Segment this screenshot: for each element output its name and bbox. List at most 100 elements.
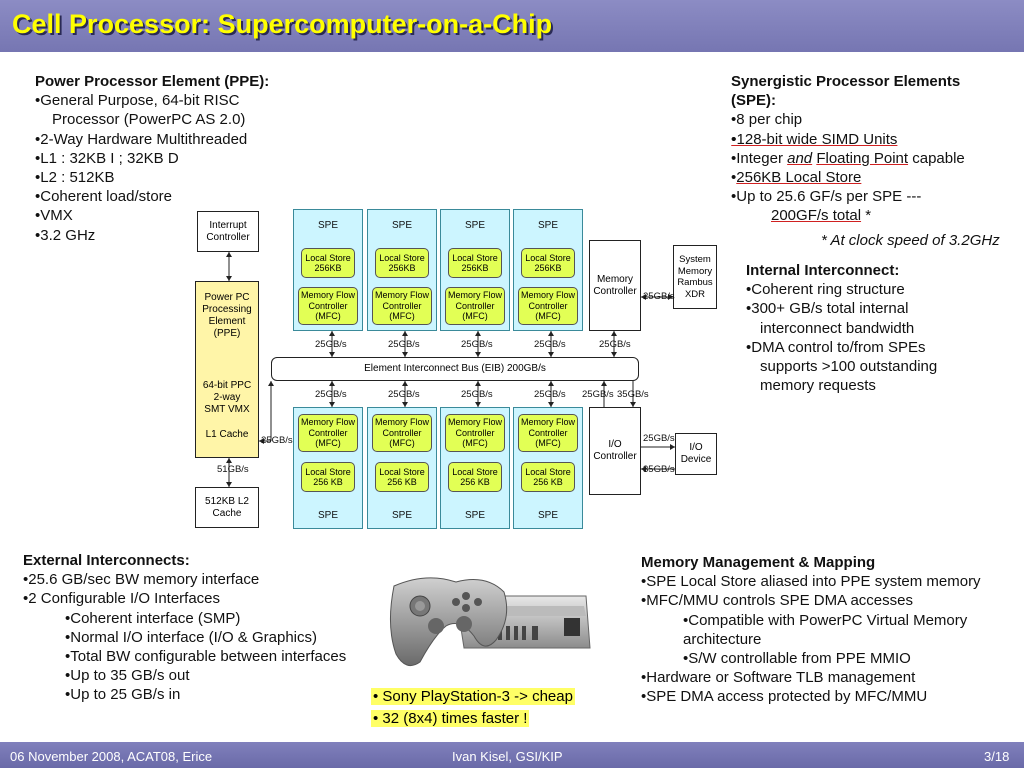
- spe-label: SPE: [465, 510, 486, 521]
- ppe-heading: Power Processor Element (PPE):: [35, 73, 270, 90]
- bw-label: 35GB/s: [617, 389, 649, 400]
- spe-bottom-4: Memory Flow Controller (MFC) Local Store…: [513, 407, 583, 529]
- cell-diagram: Interrupt Controller Power PC Processing…: [193, 207, 717, 533]
- internal-block: Internal Interconnect: •Coherent ring st…: [746, 261, 937, 395]
- spe-ls-text: 256KB Local Store: [736, 169, 862, 187]
- external-item: •2 Configurable I/O Interfaces: [23, 590, 221, 608]
- bw-label: 25GB/s: [643, 433, 675, 444]
- ppe-item: •L2 : 512KB: [35, 169, 115, 187]
- ppe-box: Power PC Processing Element (PPE) 64-bit…: [195, 281, 259, 458]
- spe-simd-text: •128-bit wide SIMD Units: [731, 130, 898, 148]
- external-item: •Up to 25 GB/s in: [65, 686, 181, 704]
- internal-item: memory requests: [760, 377, 876, 395]
- spe-int-text: •Integer: [731, 149, 788, 167]
- l2-cache: 512KB L2 Cache: [195, 487, 259, 528]
- mfc: Memory Flow Controller (MFC): [445, 287, 505, 325]
- spe-top-3: SPE Local Store 256KB Memory Flow Contro…: [440, 209, 510, 331]
- external-heading: External Interconnects:: [23, 552, 190, 569]
- footer-bar: 06 November 2008, ACAT08, Erice Ivan Kis…: [0, 742, 1024, 768]
- local-store: Local Store 256KB: [448, 248, 502, 278]
- bw-label: 25GB/s: [261, 435, 293, 446]
- spe-label: SPE: [392, 510, 413, 521]
- local-store: Local Store 256 KB: [448, 462, 502, 492]
- bw-label: 25GB/s: [582, 389, 614, 400]
- spe-label: SPE: [538, 510, 559, 521]
- io-device: I/O Device: [675, 433, 717, 475]
- external-item: •Total BW configurable between interface…: [65, 648, 347, 666]
- slide-title: Cell Processor: Supercomputer-on-a-Chip: [12, 9, 553, 39]
- spe-top-4: SPE Local Store 256KB Memory Flow Contro…: [513, 209, 583, 331]
- internal-item: •Coherent ring structure: [746, 281, 905, 299]
- ppe-item: •2-Way Hardware Multithreaded: [35, 130, 248, 148]
- mfc: Memory Flow Controller (MFC): [445, 414, 505, 452]
- ppe-item: •General Purpose, 64-bit RISC: [35, 92, 240, 110]
- mfc: Memory Flow Controller (MFC): [298, 414, 358, 452]
- mfc: Memory Flow Controller (MFC): [372, 287, 432, 325]
- external-block: External Interconnects: •25.6 GB/sec BW …: [23, 551, 346, 705]
- spe-bottom-1: Memory Flow Controller (MFC) Local Store…: [293, 407, 363, 529]
- io-controller: I/O Controller: [589, 407, 641, 495]
- memmgmt-item: •SPE DMA access protected by MFC/MMU: [641, 688, 928, 706]
- spe-heading: Synergistic Processor Elements: [731, 73, 961, 90]
- memmgmt-item: •S/W controllable from PPE MMIO: [683, 650, 911, 668]
- local-store: Local Store 256 KB: [375, 462, 429, 492]
- spe-text-block: Synergistic Processor Elements (SPE): •8…: [731, 72, 965, 226]
- bw-label: 51GB/s: [217, 464, 249, 475]
- memmgmt-heading: Memory Management & Mapping: [641, 554, 876, 571]
- clock-note: * At clock speed of 3.2GHz: [821, 232, 1000, 249]
- spe-top-1: SPE Local Store 256KB Memory Flow Contro…: [293, 209, 363, 331]
- playstation-image: [389, 577, 591, 667]
- ppe-item: •Coherent load/store: [35, 188, 172, 206]
- spe-item: •8 per chip: [731, 111, 803, 129]
- footer-date: 06 November 2008, ACAT08, Erice: [10, 749, 213, 764]
- ppe-item: Processor (PowerPC AS 2.0): [52, 111, 246, 129]
- ppe-box-title: Power PC Processing Element (PPE): [202, 292, 252, 339]
- memmgmt-item: •Hardware or Software TLB management: [641, 669, 916, 687]
- memmgmt-item: architecture: [683, 630, 762, 648]
- memmgmt-item: •Compatible with PowerPC Virtual Memory: [683, 611, 968, 629]
- spe-label: SPE: [538, 220, 559, 231]
- spe-fp-text: Floating Point: [816, 149, 909, 167]
- spe-bottom-3: Memory Flow Controller (MFC) Local Store…: [440, 407, 510, 529]
- internal-item: interconnect bandwidth: [760, 319, 915, 337]
- spe-item: ••128-bit wide SIMD Units: [731, 130, 898, 148]
- local-store: Local Store 256 KB: [521, 462, 575, 492]
- external-item: •Up to 35 GB/s out: [65, 667, 190, 685]
- ps3-cheap-text: • Sony PlayStation-3 -> cheap: [371, 688, 575, 705]
- title-bar: Cell Processor: Supercomputer-on-a-Chip: [0, 0, 1024, 52]
- interrupt-controller: Interrupt Controller: [197, 211, 259, 252]
- mfc: Memory Flow Controller (MFC): [298, 287, 358, 325]
- ppe-item: •3.2 GHz: [35, 226, 96, 244]
- bw-label: 35GB/s: [643, 464, 675, 475]
- ppe-item: •L1 : 32KB I ; 32KB D: [35, 149, 179, 167]
- spe-label: SPE: [318, 220, 339, 231]
- memmgmt-block: Memory Management & Mapping •SPE Local S…: [641, 553, 981, 707]
- footer-author: Ivan Kisel, GSI/KIP: [452, 749, 563, 764]
- internal-item: •DMA control to/from SPEs: [746, 338, 926, 356]
- bw-label: 25GB/s: [599, 339, 631, 350]
- bw-label: 25GB/s: [388, 389, 420, 400]
- spe-total-text: 200GF/s total: [771, 207, 862, 225]
- bw-label: 25GB/s: [315, 389, 347, 400]
- bw-label: 25GB/s: [461, 389, 493, 400]
- ppe-box-detail: 64-bit PPC 2-way SMT VMX: [202, 380, 252, 415]
- bw-label: 25GB/s: [534, 389, 566, 400]
- spe-heading-2: (SPE):: [731, 92, 776, 110]
- mfc: Memory Flow Controller (MFC): [518, 414, 578, 452]
- spe-item: •256KB Local Store: [731, 169, 862, 187]
- spe-label: SPE: [465, 220, 486, 231]
- spe-item: 200GF/s total *: [731, 206, 965, 225]
- spe-bottom-2: Memory Flow Controller (MFC) Local Store…: [367, 407, 437, 529]
- local-store: Local Store 256KB: [521, 248, 575, 278]
- spe-capable-text: capable: [908, 149, 965, 167]
- bw-label: 25GB/s: [315, 339, 347, 350]
- external-item: •Coherent interface (SMP): [65, 609, 241, 627]
- memory-controller: Memory Controller: [589, 240, 641, 331]
- external-item: •25.6 GB/sec BW memory interface: [23, 571, 260, 589]
- internal-item: •300+ GB/s total internal: [746, 300, 909, 318]
- local-store: Local Store 256KB: [375, 248, 429, 278]
- mfc: Memory Flow Controller (MFC): [518, 287, 578, 325]
- eib-bus: Element Interconnect Bus (EIB) 200GB/s: [271, 357, 639, 381]
- ppe-item: •VMX: [35, 207, 73, 225]
- ps3-faster-text: • 32 (8x4) times faster !: [371, 710, 530, 727]
